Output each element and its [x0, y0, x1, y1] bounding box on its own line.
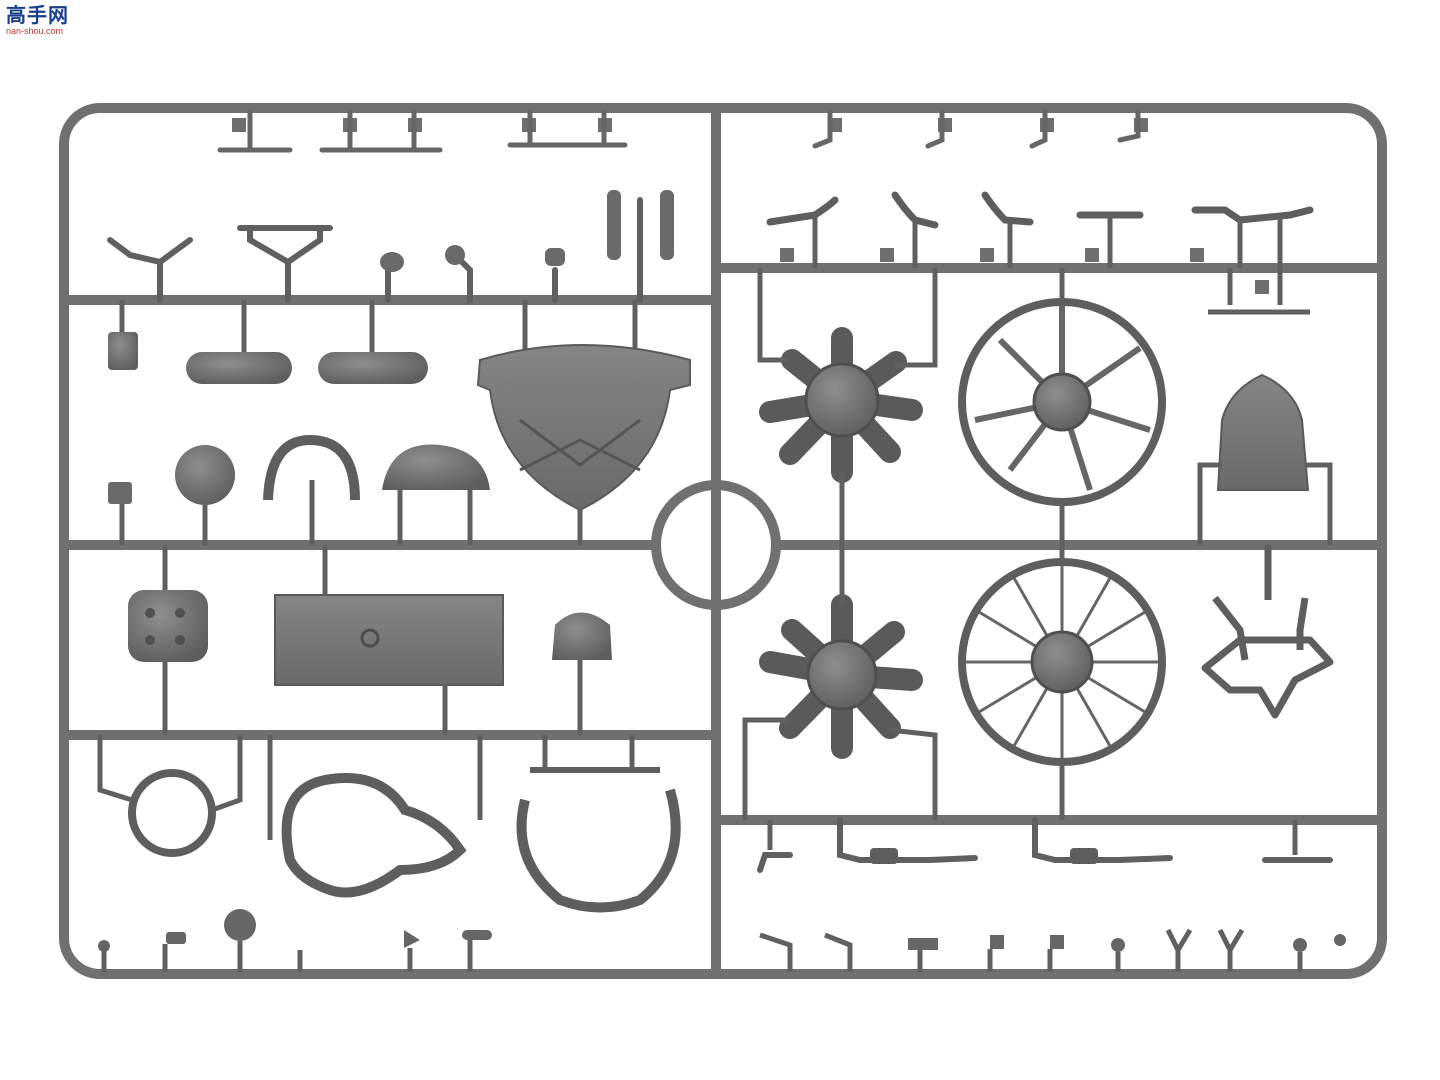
seat-parts [108, 434, 490, 505]
exhaust-pipes [766, 191, 1314, 229]
sprue-frame [59, 103, 1387, 979]
floor-plate [274, 594, 504, 686]
cowl-frame [281, 773, 467, 898]
lever-parts [107, 197, 643, 303]
radial-engine-lower [759, 594, 923, 759]
machine-guns [757, 817, 1333, 873]
top-rods [217, 109, 628, 153]
spoked-wheel-upper [958, 298, 1166, 506]
cabane-frame [516, 788, 681, 913]
shield-plate [476, 344, 691, 512]
spoked-wheel-lower [958, 558, 1166, 766]
watermark-url: nan-shou.com [6, 26, 64, 36]
fuel-tanks [108, 332, 428, 384]
head-plate [552, 612, 612, 660]
oil-box [128, 590, 208, 662]
site-watermark: 高手网 nan-shou.com [4, 4, 76, 40]
central-ring [651, 480, 781, 610]
watermark-logo-text: 高手网 [6, 3, 69, 27]
headrest [1216, 373, 1310, 491]
bottom-tiny-parts [98, 909, 1346, 952]
small-knobs [380, 190, 674, 272]
radial-engine-upper [759, 327, 923, 483]
top-right-hooks [812, 109, 1141, 149]
strut-assembly [1201, 545, 1334, 719]
small-ring [128, 769, 216, 857]
